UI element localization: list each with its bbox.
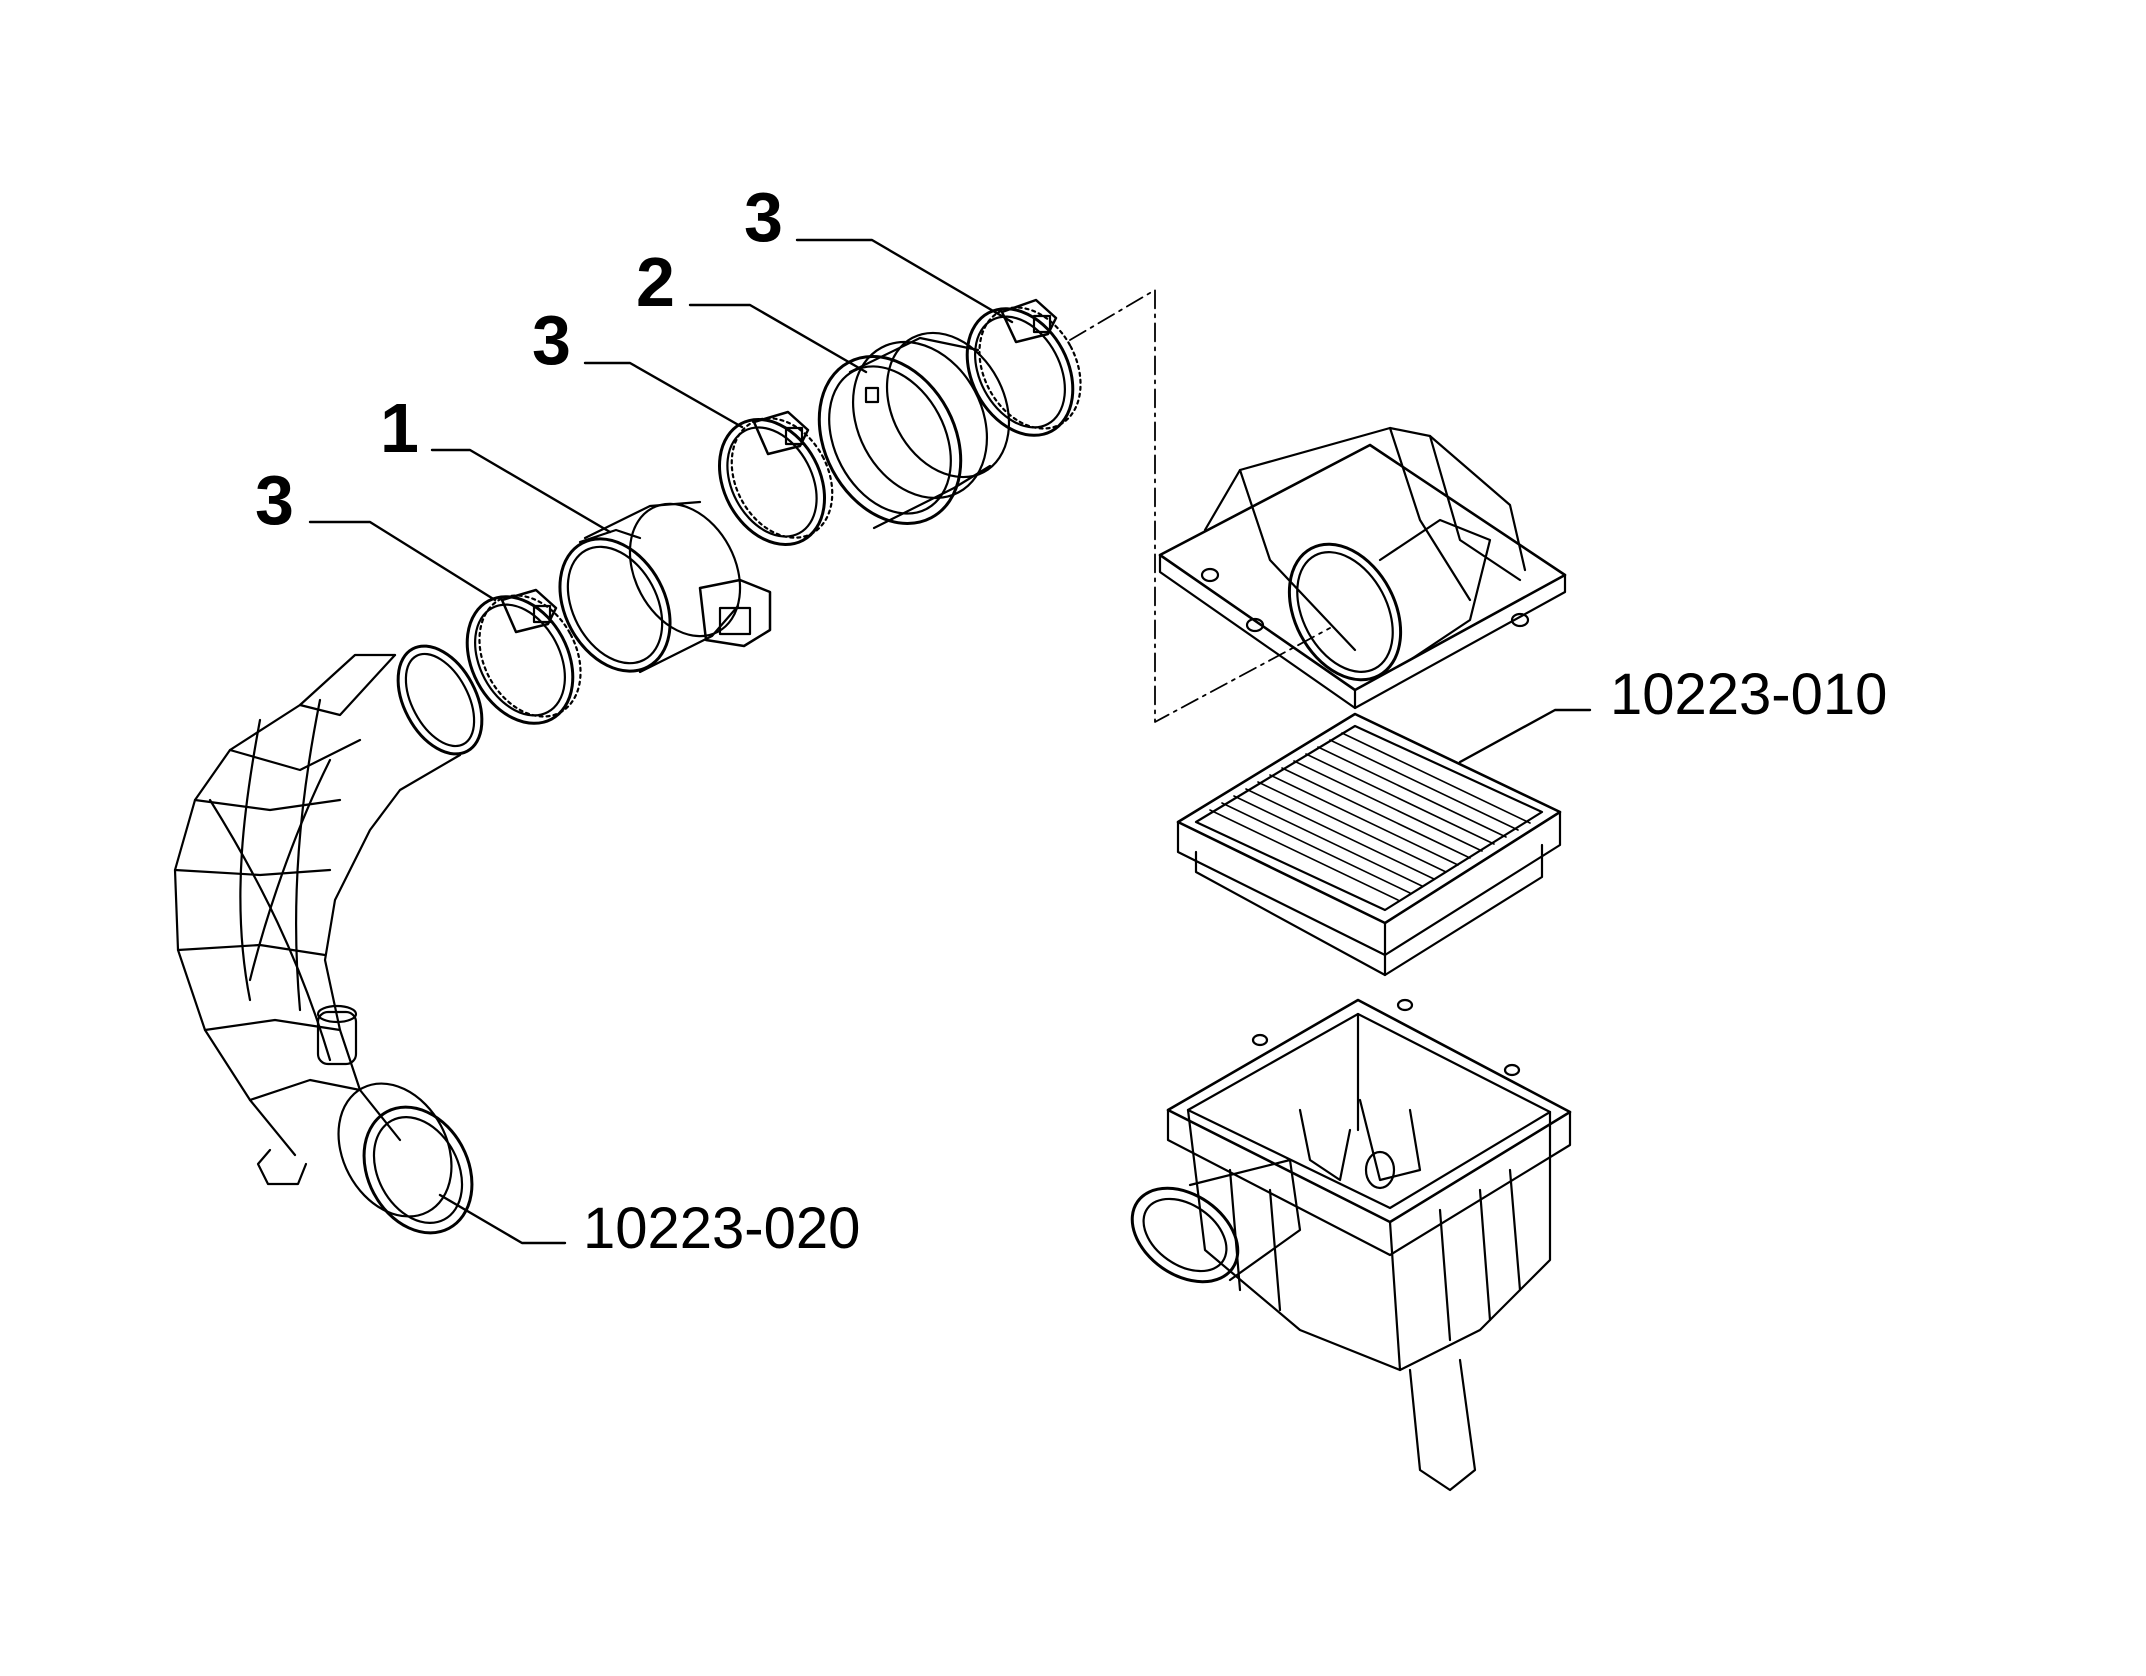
leader-clamp-top xyxy=(795,238,1014,324)
callout-airflow-meter: 1 xyxy=(380,389,419,467)
air-box-lid xyxy=(1158,426,1567,710)
callout-hose-ref: 10223-020 xyxy=(583,1196,861,1261)
callout-clamp-top: 3 xyxy=(744,178,783,256)
leader-clamp-mid xyxy=(583,361,744,429)
hose-clamp-low xyxy=(465,588,582,725)
assembly-axis-line xyxy=(1069,289,1331,723)
resonator-sleeve xyxy=(817,331,1011,530)
air-box-housing xyxy=(1130,998,1572,1492)
intake-hose xyxy=(173,644,484,1235)
hose-clamp-top xyxy=(965,298,1082,437)
leader-lines xyxy=(308,238,1592,1245)
callout-clamp-low: 3 xyxy=(255,461,294,539)
filter-pleats xyxy=(1209,732,1531,901)
air-filter-element xyxy=(1176,712,1562,977)
callout-clamp-mid: 3 xyxy=(532,301,571,379)
callout-filter-ref: 10223-010 xyxy=(1610,662,1888,727)
leader-resonator xyxy=(688,303,868,374)
leader-airflow-meter xyxy=(430,448,612,534)
leader-clamp-low xyxy=(308,520,497,602)
hose-clamp-mid xyxy=(717,410,834,546)
callout-resonator: 2 xyxy=(636,243,675,321)
leader-filter xyxy=(1458,708,1592,764)
airflow-meter xyxy=(558,500,772,674)
